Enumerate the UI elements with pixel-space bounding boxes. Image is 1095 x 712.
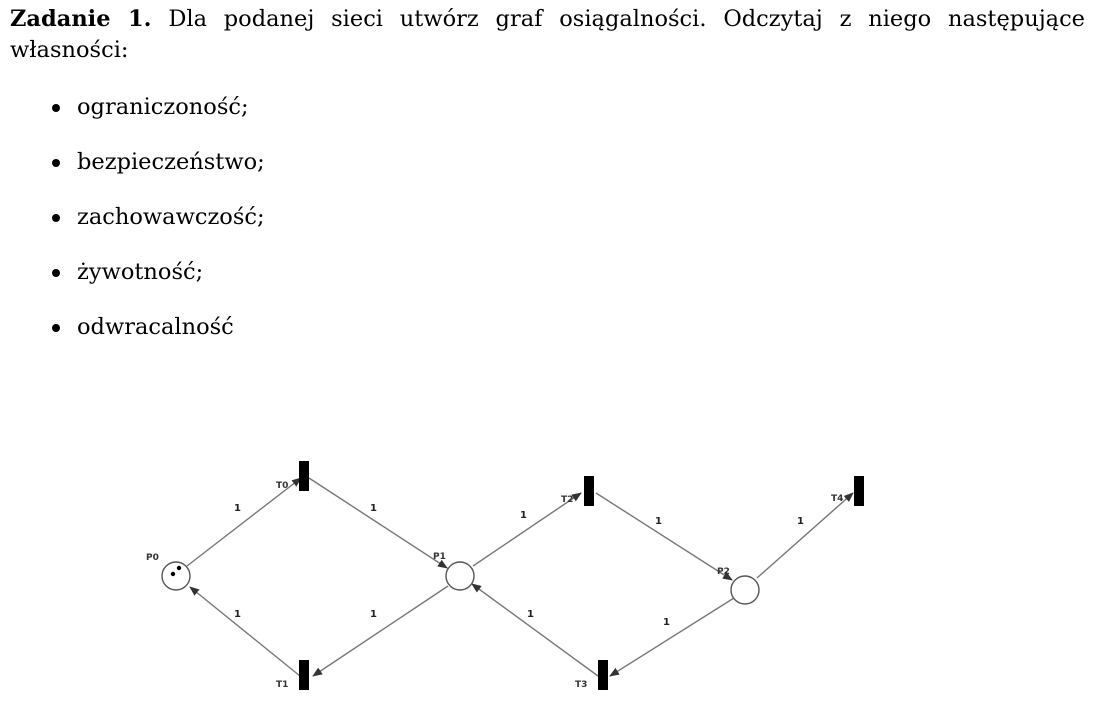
token-icon	[170, 571, 176, 577]
task-text: Dla podanej sieci utwórz graf osiągalnoś…	[10, 6, 1085, 63]
place-p2	[730, 575, 760, 605]
weight-t1-p0: 1	[234, 609, 241, 620]
list-item: ograniczoność;	[52, 94, 265, 149]
transition-t0	[299, 461, 309, 491]
list-item: żywotność;	[52, 259, 265, 314]
arc-t1-p0	[189, 586, 301, 677]
transition-t4	[854, 476, 864, 506]
weight-t3-p1: 1	[527, 609, 534, 620]
arc-t0-p1	[308, 477, 448, 569]
bullet-icon	[52, 159, 60, 167]
label-t1: T1	[276, 680, 288, 690]
arc-t2-p2	[595, 492, 733, 581]
task-statement: Zadanie 1. Dla podanej sieci utwórz graf…	[10, 4, 1085, 66]
transition-t1	[299, 660, 309, 690]
bullet-icon	[52, 214, 60, 222]
weight-p0-t0: 1	[234, 503, 241, 514]
task-heading: Zadanie 1.	[10, 6, 152, 32]
place-p0	[161, 561, 191, 591]
label-t3: T3	[575, 680, 587, 690]
bullet-icon	[52, 324, 60, 332]
arc-p2-t4	[756, 492, 854, 579]
label-p1: P1	[433, 552, 446, 562]
list-item: bezpieczeństwo;	[52, 149, 265, 204]
arc-p0-t0	[186, 477, 302, 567]
arc-p2-t3	[609, 597, 735, 677]
list-item: odwracalność	[52, 314, 265, 369]
property-list: ograniczoność; bezpieczeństwo; zachowawc…	[52, 94, 265, 369]
place-p1	[445, 561, 475, 591]
label-t0: T0	[276, 481, 288, 491]
label-t4: T4	[831, 494, 843, 504]
weight-p1-t1: 1	[370, 609, 377, 620]
arc-p1-t1	[312, 585, 449, 677]
weight-p1-t2: 1	[520, 510, 527, 521]
arc-t3-p1	[471, 583, 599, 677]
bullet-icon	[52, 104, 60, 112]
token-icon	[176, 565, 182, 571]
label-p0: P0	[146, 553, 159, 563]
label-p2: P2	[717, 567, 730, 577]
weight-p2-t4: 1	[797, 516, 804, 527]
weight-t2-p2: 1	[655, 516, 662, 527]
weight-p2-t3: 1	[663, 617, 670, 628]
transition-t2	[584, 476, 594, 506]
list-item: zachowawczość;	[52, 204, 265, 259]
label-t2: T2	[561, 495, 573, 505]
bullet-icon	[52, 269, 60, 277]
arc-p1-t2	[472, 492, 582, 567]
weight-t0-p1: 1	[370, 503, 377, 514]
transition-t3	[598, 660, 608, 690]
